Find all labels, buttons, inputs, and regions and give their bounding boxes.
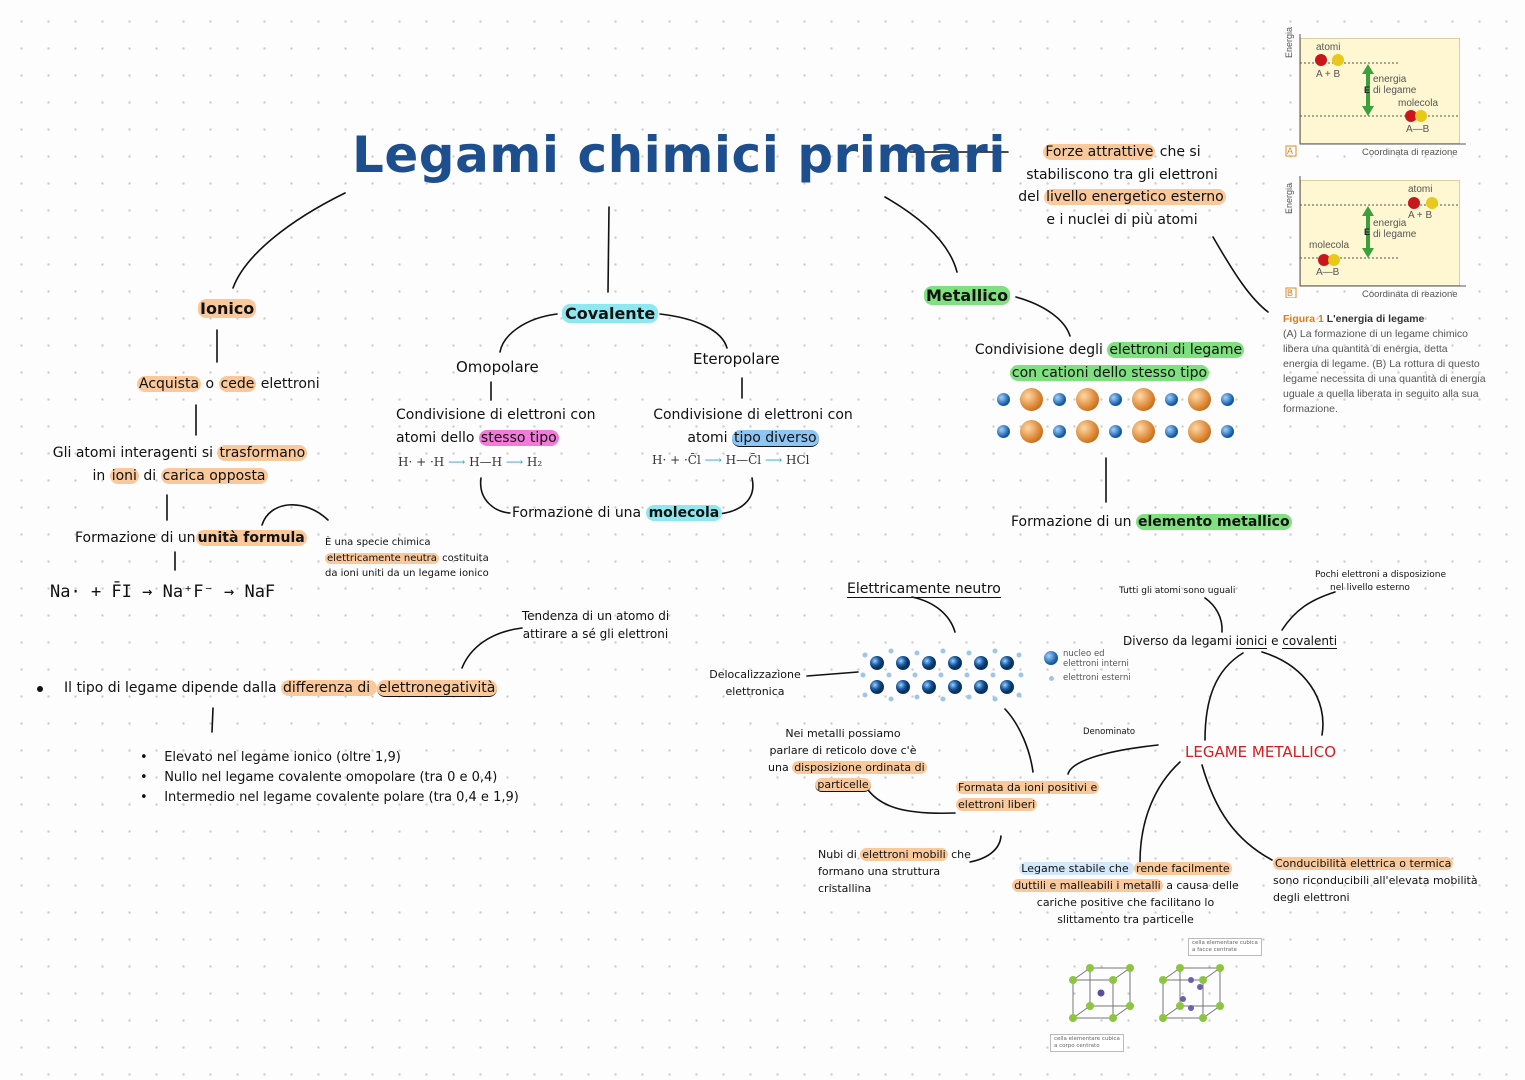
definition-highlight-livello: livello energetico esterno [1044, 189, 1226, 205]
label-b: B [1287, 288, 1294, 298]
nubi-text: Nubi di elettroni mobili che formano una… [818, 848, 971, 895]
eteropolare-equation: H· + ·C̄l ⟶ H—C̄l ⟶ HCl [652, 453, 810, 467]
metal-lattice-row-1 [992, 388, 1239, 411]
legend-electron-label: elettroni esterni [1063, 673, 1131, 683]
denominato-label: Denominato [1083, 727, 1136, 737]
definition-l3a: del [1018, 189, 1045, 205]
list-item: • Intermedio nel legame covalente polare… [140, 790, 519, 805]
label-coord-b: Coordinata di reazione [1362, 289, 1458, 300]
label-e-a: E [1364, 85, 1371, 95]
ionico-reaction: Na· + F̄I → Na⁺F⁻ → NaF [50, 582, 276, 602]
fcc-cell-diagram [1159, 964, 1224, 1022]
label-amb-a: A—B [1406, 124, 1430, 135]
ionico-label: Ionico [198, 299, 257, 318]
definition-l4: e i nuclei di più atomi [1046, 211, 1198, 228]
diverso-text: Diverso da legami ionici e covalenti [1123, 634, 1338, 649]
omopolare-label: Omopolare [456, 358, 539, 376]
electron-sea-diagram [860, 648, 1024, 702]
bullet-icon [37, 686, 43, 692]
reticolo-text: Nei metalli possiamo parlare di reticolo… [768, 727, 927, 792]
definition-l2: stabiliscono tra gli elettroni [1026, 166, 1218, 183]
elettronegativita-main: Il tipo di legame dipende dalla differen… [64, 680, 498, 697]
legend-electron-icon [1049, 676, 1054, 681]
list-item: • Nullo nel legame covalente omopolare (… [140, 770, 498, 785]
label-atomi-a: atomi [1316, 42, 1341, 53]
metallico-label: Metallico [924, 286, 1011, 305]
label-molecola-a: molecola [1398, 98, 1439, 109]
list-item: • Elevato nel legame ionico (oltre 1,9) [140, 750, 401, 765]
metallico-condivisione: Condivisione degli elettroni di legame c… [974, 342, 1245, 381]
eteropolare-label: Eteropolare [693, 350, 780, 368]
definition-highlight-forze: Forze attrattive [1043, 144, 1156, 160]
bcc-cell-diagram [1069, 964, 1134, 1022]
energy-axis-a: Energia [1284, 26, 1294, 58]
energy-axis-b: Energia [1284, 182, 1294, 214]
uguali-note: Tutti gli atomi sono uguali [1119, 586, 1236, 596]
label-ab-a: A + B [1316, 69, 1341, 80]
label-amb-b: A—B [1316, 267, 1340, 278]
elemento-metallico-text: Formazione di un elemento metallico [1011, 514, 1292, 530]
conducibilita-text: Conducibilità elettrica o termica sono r… [1273, 857, 1478, 904]
stabile-text: Legame stabile che rende facilmente dutt… [1012, 862, 1239, 926]
label-coord-a: Coordinata di reazione [1362, 147, 1458, 158]
legend-nucleus-icon [1044, 651, 1058, 665]
label-a: A [1287, 146, 1294, 156]
neutro-label: Elettricamente neutro [847, 581, 1001, 598]
omopolare-equation: H· + ·H ⟶ H—H ⟶ H₂ [398, 455, 543, 469]
legame-metallico-title: LEGAME METALLICO [1185, 743, 1337, 761]
energy-diagram-svg [1285, 34, 1466, 298]
label-molecola-b: molecola [1309, 240, 1350, 251]
page-title: Legami chimici primari [352, 126, 1006, 184]
ionico-step-2: Gli atomi interagenti si trasformano in … [52, 445, 308, 484]
label-atomi-b: atomi [1408, 184, 1433, 195]
covalente-label: Covalente [562, 304, 659, 324]
elettronegativita-list: • Elevato nel legame ionico (oltre 1,9) … [140, 748, 519, 808]
label-e-b: E [1364, 227, 1371, 237]
energy-panel-a [1300, 38, 1460, 144]
metal-lattice-row-2 [992, 420, 1239, 443]
ionico-step-1: Acquista o cede elettroni [137, 376, 320, 392]
figure-caption: Figura 1 L'energia di legame (A) La form… [1283, 313, 1486, 415]
unita-formula-note: È una specie chimica elettricamente neut… [325, 537, 489, 579]
definition-text: Forze attrattive che si stabiliscono tra… [1012, 141, 1232, 231]
eteropolare-text: Condivisione di elettroni con atomi tipo… [653, 407, 853, 447]
label-ab-b: A + B [1408, 210, 1433, 221]
molecola-text: Formazione di una molecola [512, 503, 723, 523]
definition-l1b: che si [1155, 144, 1201, 160]
omopolare-text: Condivisione di elettroni con atomi dell… [396, 407, 596, 446]
